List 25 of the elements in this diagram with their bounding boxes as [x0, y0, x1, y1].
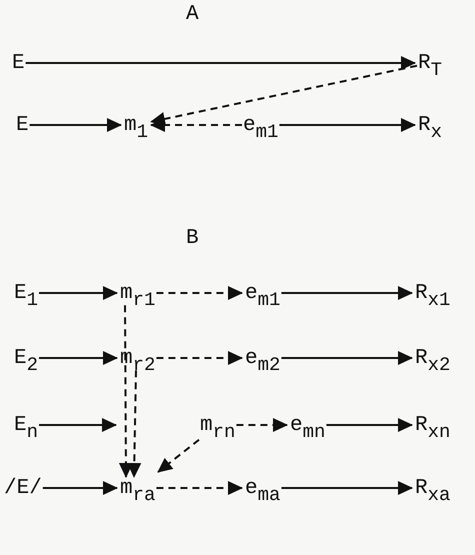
arrow	[279, 118, 416, 132]
symbol-label: E	[16, 112, 29, 140]
dashed-arrow	[236, 418, 288, 432]
symbol-label: E	[12, 50, 25, 78]
section-label: A	[186, 4, 199, 25]
dashed-arrow	[118, 305, 133, 478]
arrow	[281, 481, 413, 495]
dashed-arrow	[150, 64, 418, 126]
dashed-arrow	[127, 370, 142, 478]
section-label: B	[186, 228, 199, 249]
dashed-arrow	[156, 286, 243, 300]
arrow	[39, 351, 118, 365]
arrow	[42, 481, 118, 495]
arrow	[281, 286, 413, 300]
dashed-arrow	[157, 438, 200, 473]
dashed-arrow	[156, 481, 243, 495]
arrow	[30, 118, 122, 132]
arrow	[326, 418, 413, 432]
arrow	[26, 56, 416, 70]
dashed-arrow	[156, 351, 243, 365]
symbol-label: /E/	[4, 475, 42, 502]
dashed-arrow	[150, 118, 242, 132]
arrow	[39, 418, 117, 432]
arrow	[281, 351, 413, 365]
arrow	[39, 286, 118, 300]
